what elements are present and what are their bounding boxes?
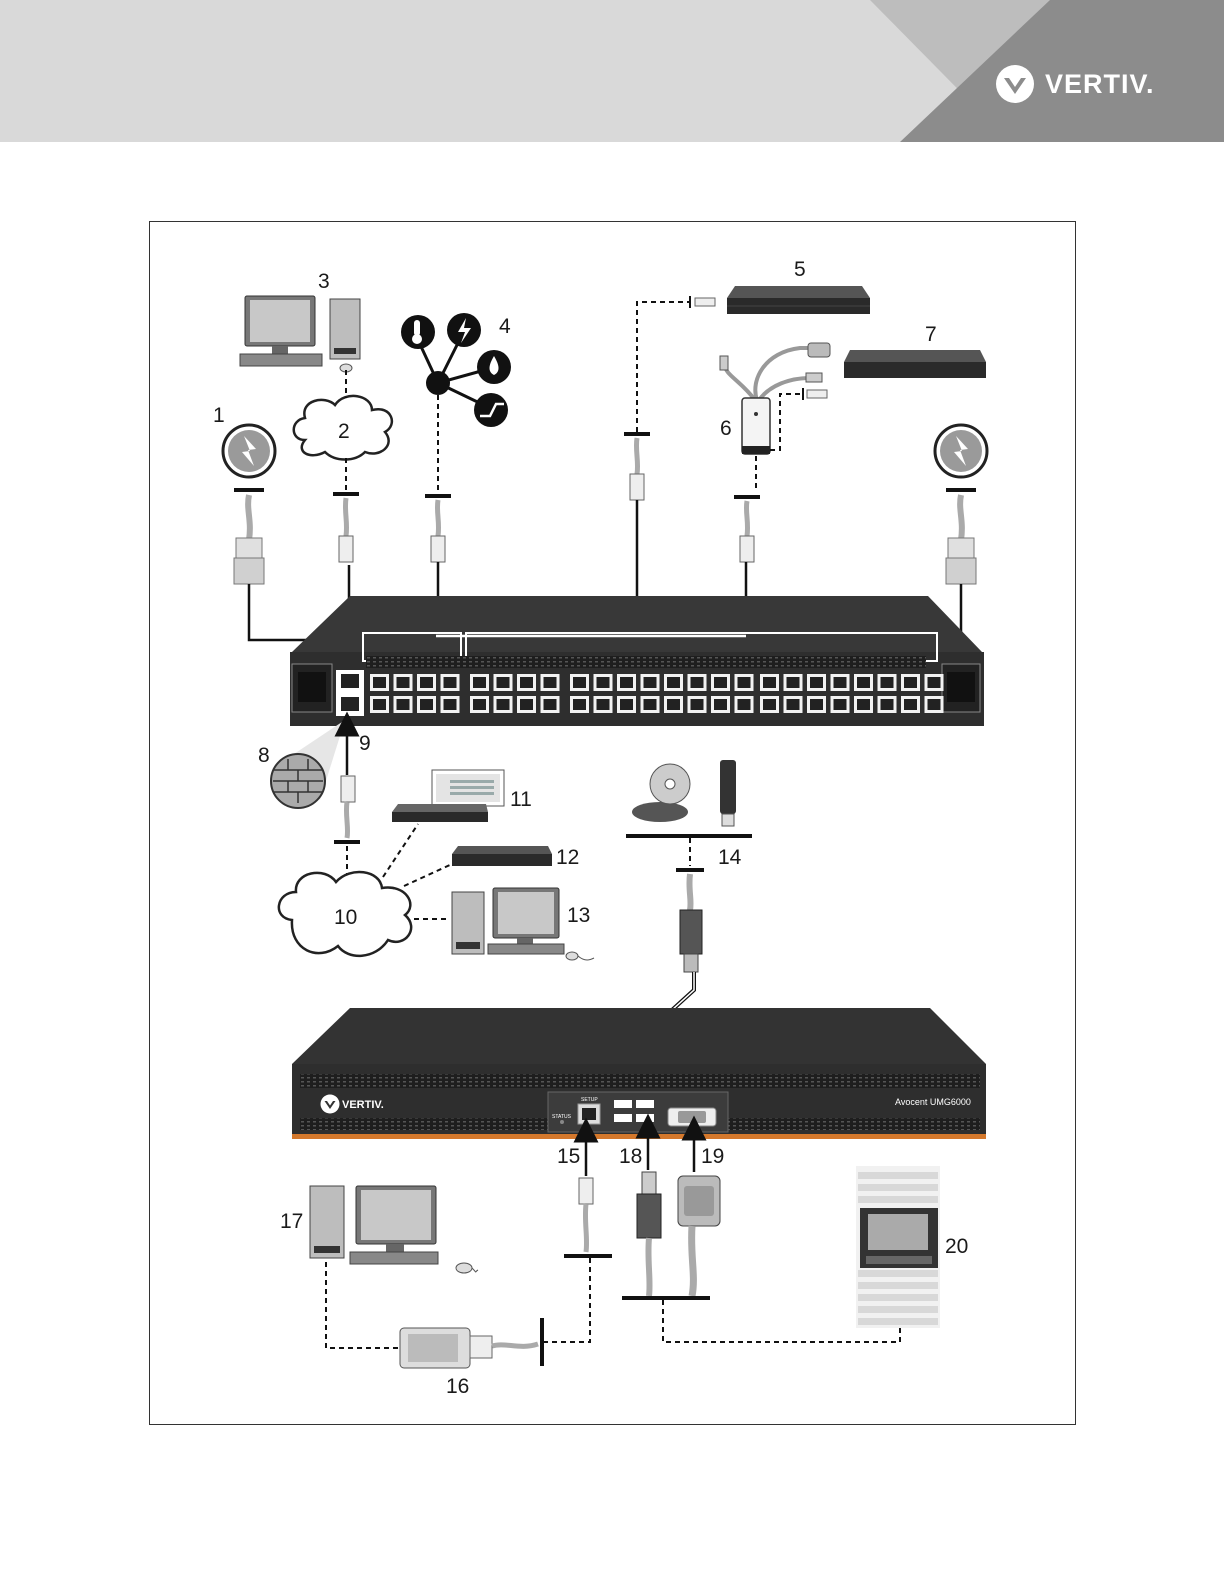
- callout-4: 4: [499, 315, 511, 338]
- server-12-icon: [452, 846, 552, 866]
- callout-8: 8: [258, 744, 270, 767]
- umg6000-device: VERTIV. Avocent UMG6000 STATUS SETUP: [292, 1008, 986, 1139]
- firewall-icon: [271, 720, 345, 808]
- callout-18: 18: [619, 1145, 642, 1168]
- callout-19: 19: [701, 1145, 724, 1168]
- network-cable-9-icon: [334, 724, 360, 874]
- power-source-left-icon: [223, 425, 275, 477]
- power-source-right-icon: [935, 425, 987, 477]
- rack-console-20-icon: [856, 1166, 940, 1328]
- umg-model-text: Avocent UMG6000: [895, 1097, 971, 1107]
- local-workstation-17-icon: [310, 1186, 478, 1273]
- callout-15: 15: [557, 1145, 580, 1168]
- serial-console-device: [290, 596, 984, 726]
- callout-12: 12: [556, 846, 579, 869]
- callout-2: 2: [338, 420, 350, 443]
- umg-brand-text: VERTIV.: [342, 1099, 384, 1111]
- callout-1: 1: [213, 404, 225, 427]
- target-device-7-icon: [844, 350, 986, 378]
- setup-label: SETUP: [581, 1097, 598, 1103]
- kvm-adapter-6-icon: [720, 343, 830, 636]
- callout-10: 10: [334, 906, 357, 929]
- video-port-icon: [668, 1108, 716, 1126]
- status-label: STATUS: [552, 1114, 572, 1120]
- callout-17: 17: [280, 1210, 303, 1233]
- environmental-sensors-icon: [401, 313, 511, 636]
- callout-9: 9: [359, 732, 371, 755]
- callout-13: 13: [567, 904, 590, 927]
- callout-7: 7: [925, 323, 937, 346]
- umg-vertiv-logo-icon: [321, 1095, 340, 1114]
- callout-11: 11: [510, 788, 532, 811]
- callout-16: 16: [446, 1375, 469, 1398]
- power-cable-left-icon: [234, 490, 330, 640]
- callout-5: 5: [794, 258, 806, 281]
- serial-adapter-16-icon: [326, 1262, 542, 1368]
- remote-workstation-icon: [240, 296, 360, 372]
- callout-3: 3: [318, 270, 330, 293]
- callout-14: 14: [718, 846, 742, 869]
- callout-20: 20: [945, 1235, 968, 1258]
- management-server-11-icon: [392, 770, 504, 822]
- callout-6: 6: [720, 417, 732, 440]
